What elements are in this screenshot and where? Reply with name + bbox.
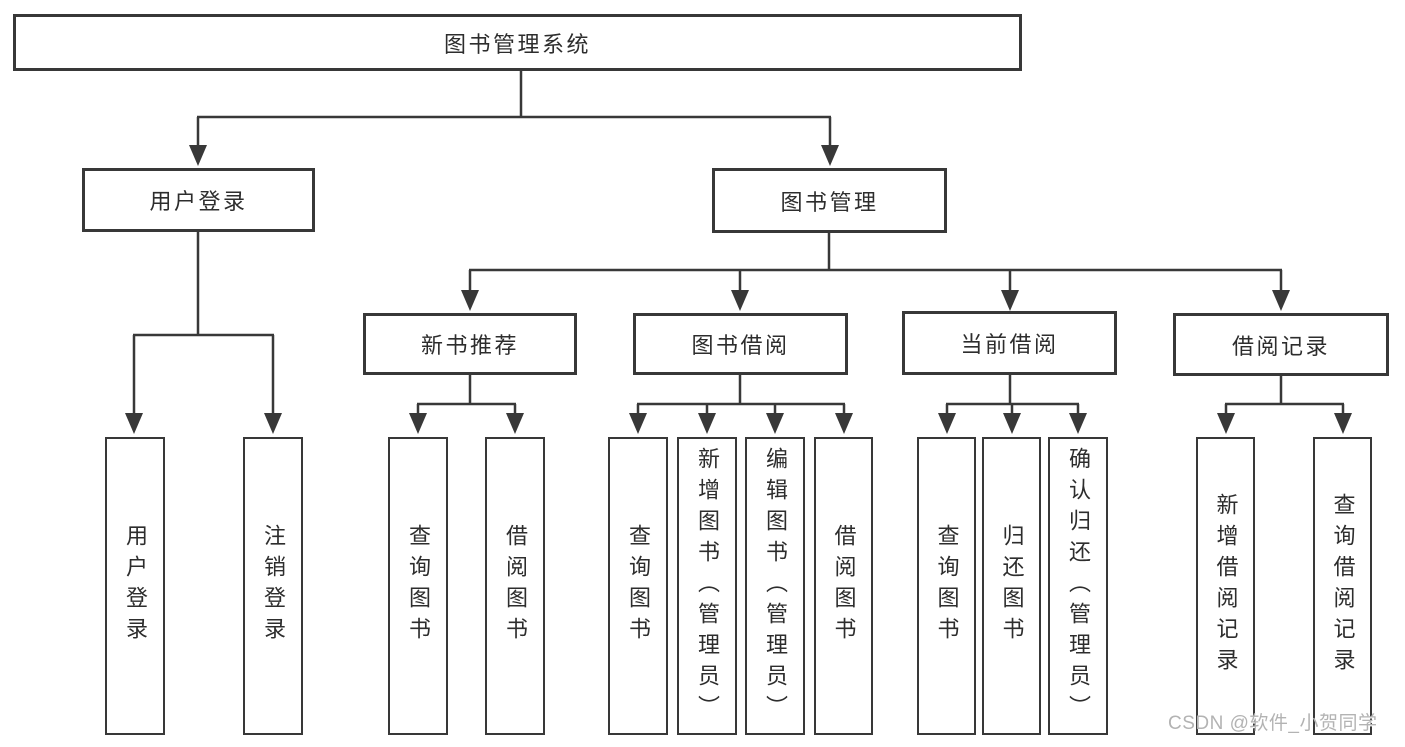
leaf-confirm-return-admin: 确认归还（管理员） — [1048, 437, 1108, 735]
leaf-label: 借阅图书 — [503, 524, 528, 648]
leaf-label: 归还图书 — [999, 524, 1025, 648]
leaf-return-books: 归还图书 — [982, 437, 1041, 735]
leaf-query-books-2: 查询图书 — [608, 437, 668, 735]
leaf-label: 查询图书 — [934, 524, 960, 648]
leaf-add-borrow-record: 新增借阅记录 — [1196, 437, 1255, 735]
node-label: 图书借阅 — [691, 333, 790, 358]
leaf-label: 新增借阅记录 — [1213, 493, 1239, 679]
node-library-management-system: 图书管理系统 — [13, 14, 1022, 71]
node-new-book-recommendation: 新书推荐 — [363, 313, 577, 375]
leaf-user-login: 用户登录 — [105, 437, 165, 735]
leaf-query-borrow-record: 查询借阅记录 — [1313, 437, 1372, 735]
leaf-label: 查询图书 — [626, 524, 651, 648]
leaf-label: 查询借阅记录 — [1330, 493, 1356, 679]
leaf-add-books-admin: 新增图书（管理员） — [677, 437, 737, 735]
leaf-logout: 注销登录 — [243, 437, 303, 735]
leaf-label: 查询图书 — [406, 524, 431, 648]
node-label: 当前借阅 — [960, 332, 1059, 357]
node-label: 借阅记录 — [1231, 333, 1330, 359]
watermark: CSDN @软件_小贺同学 — [1168, 713, 1378, 734]
leaf-label: 借阅图书 — [831, 524, 857, 648]
leaf-query-books-1: 查询图书 — [388, 437, 448, 735]
leaf-label: 注销登录 — [261, 524, 286, 648]
node-current-borrowing: 当前借阅 — [902, 311, 1117, 375]
node-label: 图书管理系统 — [443, 31, 591, 57]
leaf-label: 用户登录 — [123, 524, 148, 648]
leaf-label: 编辑图书（管理员） — [763, 446, 788, 726]
node-book-management: 图书管理 — [712, 168, 947, 233]
node-user-login: 用户登录 — [82, 168, 315, 232]
node-book-borrowing: 图书借阅 — [633, 313, 848, 375]
leaf-query-books-3: 查询图书 — [917, 437, 976, 735]
leaf-borrow-books-2: 借阅图书 — [814, 437, 873, 735]
leaf-label: 新增图书（管理员） — [695, 446, 720, 726]
node-borrowing-records: 借阅记录 — [1173, 313, 1389, 376]
node-label: 用户登录 — [149, 189, 248, 214]
leaf-edit-books-admin: 编辑图书（管理员） — [745, 437, 805, 735]
leaf-label: 确认归还（管理员） — [1066, 446, 1091, 726]
node-label: 新书推荐 — [420, 333, 519, 358]
leaf-borrow-books-1: 借阅图书 — [485, 437, 545, 735]
node-label: 图书管理 — [780, 189, 879, 215]
